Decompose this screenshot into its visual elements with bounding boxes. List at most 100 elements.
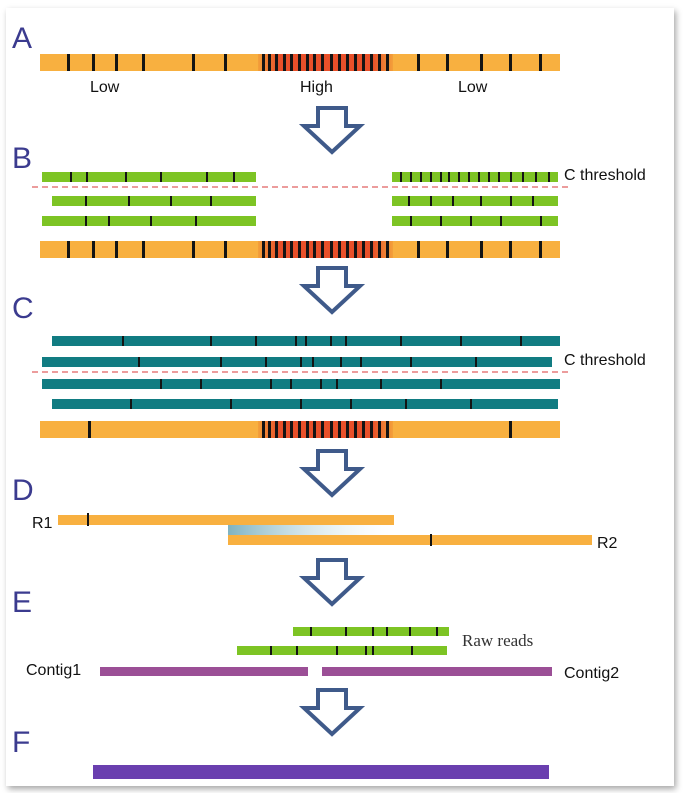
mark: [298, 421, 301, 438]
mark: [475, 357, 477, 367]
mark: [296, 646, 298, 655]
mark: [540, 216, 542, 226]
mark: [458, 172, 460, 182]
mark: [330, 421, 333, 438]
mark: [283, 421, 286, 438]
panel-b: C threshold: [32, 167, 646, 258]
mark: [275, 54, 278, 71]
mark: [430, 196, 432, 206]
mark: [298, 241, 301, 258]
mark: [509, 54, 512, 71]
mark: [386, 54, 389, 71]
mark: [142, 241, 145, 258]
panel-letter-b: B: [12, 142, 32, 175]
mark: [440, 172, 442, 182]
mark: [268, 421, 271, 438]
mark: [436, 627, 438, 636]
panel-letter-e: E: [12, 586, 32, 619]
mark: [330, 241, 333, 258]
mark: [88, 421, 91, 438]
mark: [372, 627, 374, 636]
label-r2: R2: [597, 535, 618, 552]
mark: [400, 336, 402, 346]
mark: [200, 379, 202, 389]
marks-c: [88, 336, 522, 438]
merged-contig-bar: [93, 765, 549, 779]
panel-letter-d: D: [12, 474, 34, 507]
down-arrow-icon: [298, 266, 366, 315]
mark: [108, 216, 110, 226]
mark: [448, 172, 450, 182]
mark: [548, 172, 550, 182]
mark: [270, 646, 272, 655]
mark: [346, 54, 349, 71]
read-b-left-2: [52, 196, 256, 206]
mark: [138, 357, 140, 367]
mark: [268, 241, 271, 258]
mark: [306, 241, 309, 258]
mark: [130, 399, 132, 409]
mark: [378, 421, 381, 438]
mark: [275, 421, 278, 438]
mark: [338, 241, 341, 258]
mark: [300, 357, 302, 367]
mark: [340, 357, 342, 367]
mark: [321, 54, 324, 71]
mark: [70, 172, 72, 182]
mark: [290, 421, 293, 438]
mark: [378, 241, 381, 258]
mark: [313, 421, 316, 438]
marks-b: [67, 172, 550, 258]
mark: [305, 336, 307, 346]
mark: [290, 241, 293, 258]
mark: [224, 241, 227, 258]
mark: [539, 54, 542, 71]
mark: [92, 54, 95, 71]
contig1-label: Contig1: [26, 662, 81, 679]
mark: [336, 646, 338, 655]
mark: [417, 54, 420, 71]
panel-letter-f: F: [12, 726, 30, 759]
mark: [262, 54, 265, 71]
panel-f: [93, 765, 549, 779]
mark: [338, 421, 341, 438]
down-arrow-icon: [298, 449, 366, 498]
mark: [306, 421, 309, 438]
mark: [306, 54, 309, 71]
panel-d: R1 R2: [32, 513, 618, 552]
mark: [92, 241, 95, 258]
mark: [468, 172, 470, 182]
mark: [362, 241, 365, 258]
down-arrow-icon: [298, 558, 366, 607]
mark: [312, 357, 314, 367]
label-r1: R1: [32, 515, 53, 532]
mark: [440, 379, 442, 389]
mark: [170, 196, 172, 206]
read-b-right-3: [392, 216, 558, 226]
mark: [115, 54, 118, 71]
mark: [67, 54, 70, 71]
mark: [370, 54, 373, 71]
mark: [206, 172, 208, 182]
mark: [128, 196, 130, 206]
mark: [210, 336, 212, 346]
mark: [420, 172, 422, 182]
mark: [122, 336, 124, 346]
read-r1: [58, 515, 394, 525]
mark: [378, 54, 381, 71]
mark: [354, 54, 357, 71]
mark: [510, 172, 512, 182]
mark: [430, 534, 432, 546]
read-c-2: [42, 357, 552, 367]
mark: [313, 241, 316, 258]
panel-e: Raw reads Contig1 Contig2: [26, 627, 619, 682]
label-high: High: [300, 79, 333, 96]
mark: [224, 54, 227, 71]
mark: [386, 421, 389, 438]
mark: [480, 196, 482, 206]
read-b-right-1: [392, 172, 558, 182]
mark: [330, 54, 333, 71]
raw-read-2: [237, 646, 447, 655]
mark: [460, 336, 462, 346]
mark: [500, 216, 502, 226]
